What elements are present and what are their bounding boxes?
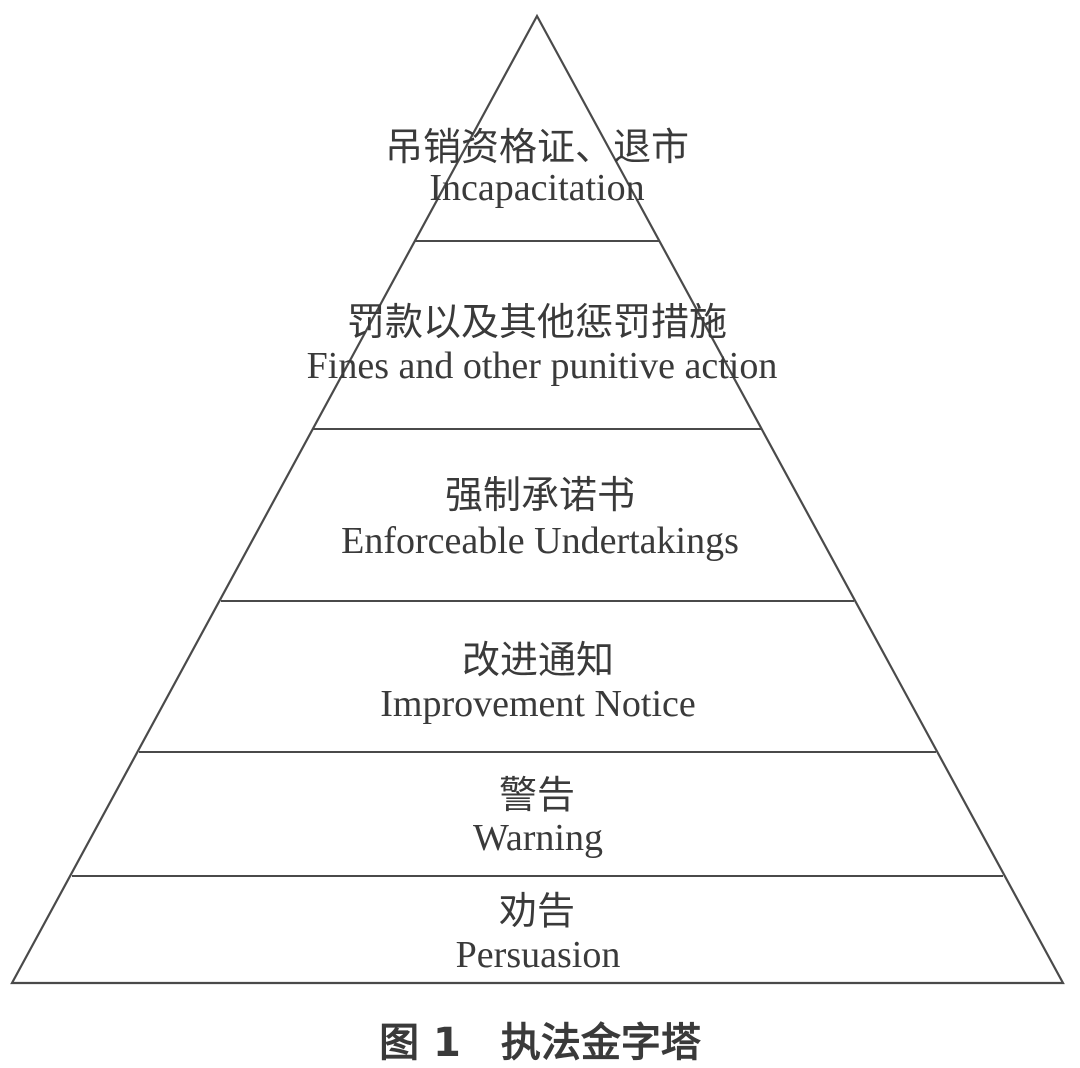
level-warning-zh: 警告 xyxy=(499,773,575,817)
level-persuasion-en: Persuasion xyxy=(456,934,621,976)
pyramid-outline xyxy=(10,13,1065,985)
level-persuasion-zh: 劝告 xyxy=(499,889,575,933)
level-incapacitation-en: Incapacitation xyxy=(429,167,644,209)
level-fines-zh: 罚款以及其他惩罚措施 xyxy=(347,300,727,344)
level-incapacitation-zh: 吊销资格证、退市 xyxy=(385,125,689,169)
enforcement-pyramid: 吊销资格证、退市 Incapacitation 罚款以及其他惩罚措施 Fines… xyxy=(10,13,1065,985)
level-fines-en: Fines and other punitive action xyxy=(307,345,778,387)
level-undertakings-en: Enforceable Undertakings xyxy=(341,520,739,562)
figure-caption: 图 1 执法金字塔 xyxy=(379,1020,701,1066)
level-undertakings-zh: 强制承诺书 xyxy=(445,473,635,517)
level-warning-en: Warning xyxy=(473,817,603,859)
level-improvement-en: Improvement Notice xyxy=(380,683,696,725)
level-improvement-zh: 改进通知 xyxy=(462,638,614,682)
